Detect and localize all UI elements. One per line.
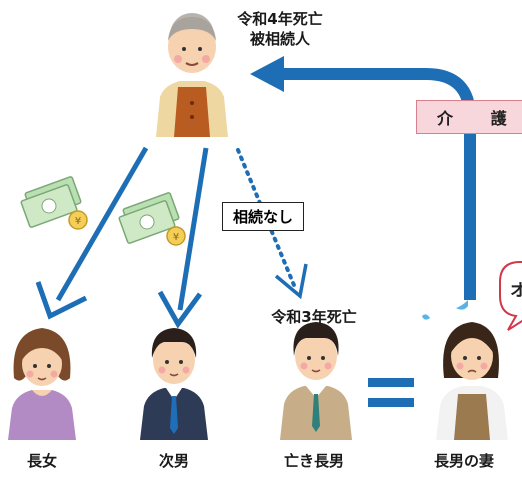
care-arrowhead [250,56,284,92]
arrow-to-eldest-daughter [55,146,149,302]
arrowhead-deceased-son [274,263,308,300]
decedent-role: 被相続人 [249,30,311,48]
speech-bubble-text: オ [510,281,522,301]
svg-text:¥: ¥ [75,216,81,227]
arrowhead-eldest-daughter [35,281,88,320]
equals-sign-bottom [368,398,414,407]
deceased-eldest-son-avatar [280,322,352,440]
person-label-second-son: 次男 [158,452,190,470]
person-label-eldest-daughter: 長女 [26,452,58,470]
person-label-deceased-eldest-son: 亡き長男 [283,452,345,470]
deceased-son-death-year: 令和3年死亡 [271,308,357,326]
speech-bubble [499,261,522,331]
eldest-daughter-avatar [8,328,76,440]
eldest-son-wife-avatar [422,300,508,440]
money-icon: ¥ [118,192,186,246]
arrow-to-second-son [177,147,209,311]
care-label: 介 護 [416,100,522,134]
second-son-avatar [140,328,208,440]
svg-text:¥: ¥ [173,232,179,243]
no-inheritance-label: 相続なし [222,202,305,231]
person-label-eldest-son-wife: 長男の妻 [433,452,495,470]
decedent-avatar [156,13,228,137]
equals-sign-top [368,378,414,387]
decedent-death-year: 令和4年死亡 [237,10,323,28]
money-icon: ¥ [20,176,88,230]
arrowhead-second-son [157,290,203,329]
